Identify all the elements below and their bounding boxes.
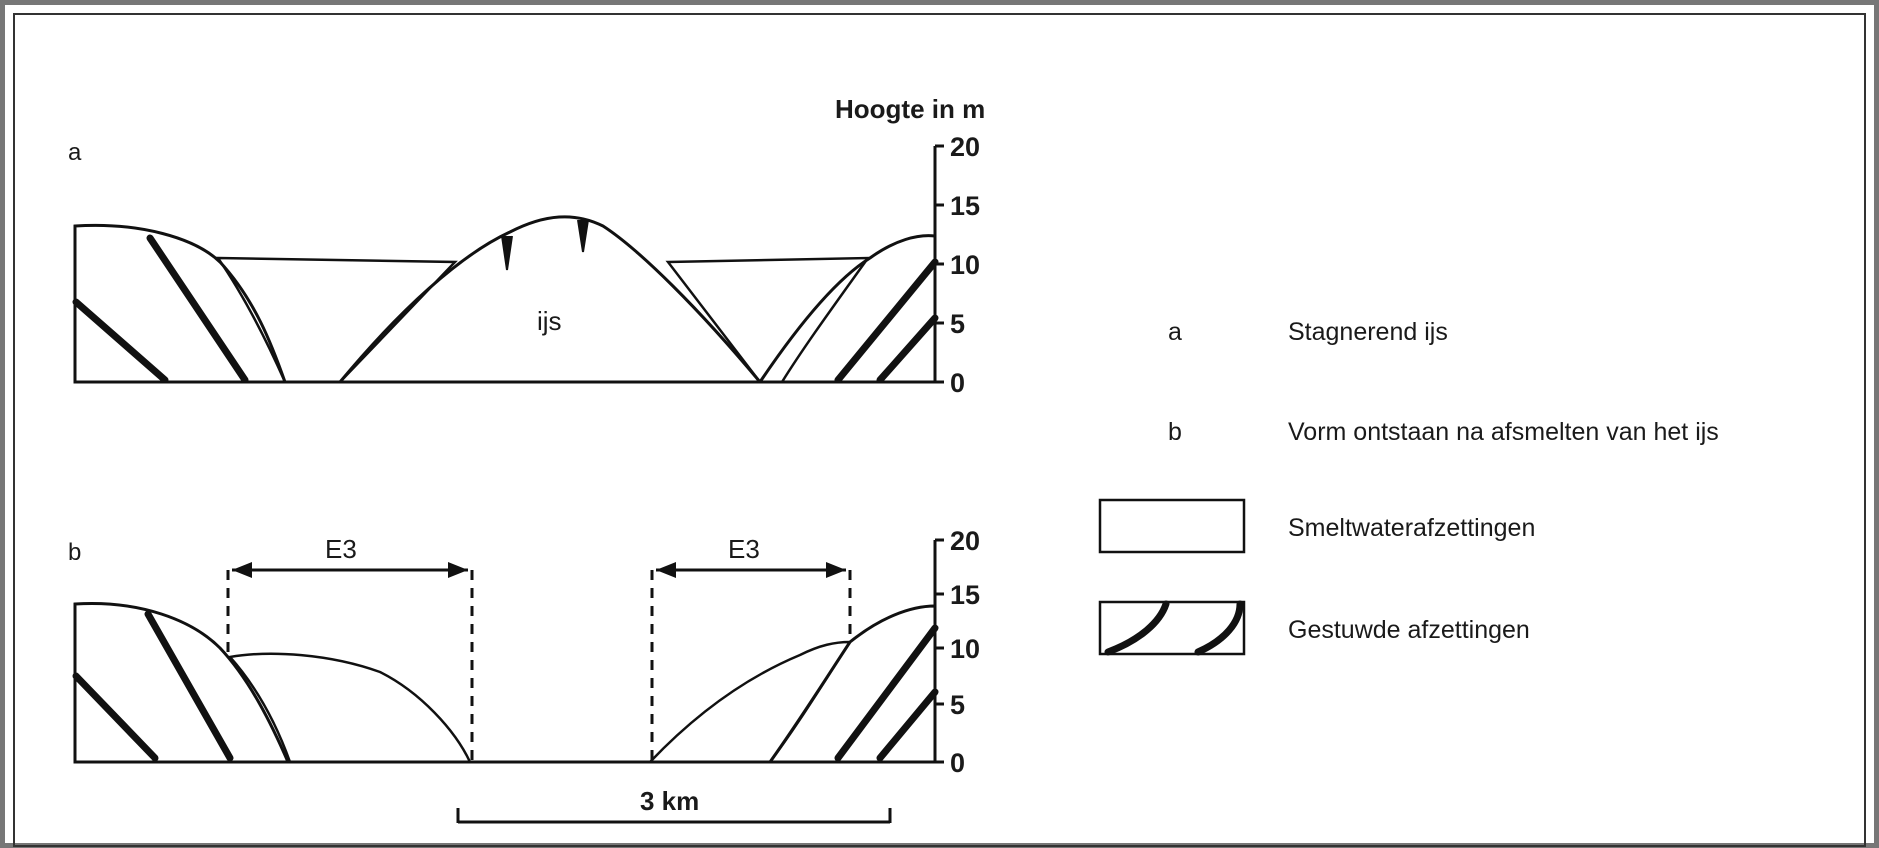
panel-a-tick-label-20: 20: [950, 132, 980, 162]
panel-b-hatch-left-2: [72, 672, 159, 762]
scale-bar-label: 3 km: [640, 786, 699, 816]
legend-text-stagnerend-ijs: Stagnerend ijs: [1288, 318, 1448, 346]
span-left-label: E3: [325, 534, 357, 564]
panel-a-crevasse-1: [501, 235, 513, 271]
panel-a-tick-label-0: 0: [950, 368, 965, 398]
panel-a-label: a: [68, 139, 82, 166]
panel-b-tick-label-0: 0: [950, 748, 965, 778]
panel-b-span-left: E3: [226, 534, 474, 762]
panel-a-hatch-right-2: [876, 314, 939, 384]
panel-a-tick-label-5: 5: [950, 309, 965, 339]
panel-b-label: b: [68, 539, 81, 566]
panel-a-pushed-right: [757, 234, 937, 384]
panel-a-ice-label: ijs: [537, 306, 562, 336]
legend-key-a: a: [1168, 318, 1182, 346]
panel-b-meltwater-left: [227, 652, 472, 764]
panel-a-ice: [336, 215, 764, 384]
scale-bar: 3 km: [456, 786, 892, 824]
panel-a-pushed-left: [73, 223, 288, 384]
panel-a-height-axis: Hoogte in m 20 15 10 5 0: [835, 94, 985, 398]
span-right-arrowhead-1: [656, 562, 676, 578]
legend-text-vorm-ontstaan: Vorm ontstaan na afsmelten van het ijs: [1288, 418, 1719, 446]
panel-b-tick-label-20: 20: [950, 526, 980, 556]
panel-b: b E3 E3: [68, 526, 980, 824]
panel-a-hatch-left-1: [146, 234, 249, 384]
axis-title: Hoogte in m: [835, 94, 985, 124]
panel-b-tick-label-10: 10: [950, 634, 980, 664]
legend-text-smeltwaterafzettingen: Smeltwaterafzettingen: [1288, 514, 1535, 542]
panel-a-crevasse-2: [577, 219, 589, 253]
panel-b-span-right: E3: [650, 534, 852, 762]
legend-key-b: b: [1168, 418, 1182, 446]
panel-b-tick-label-15: 15: [950, 580, 980, 610]
panel-a-hatch-left-2: [72, 298, 169, 384]
span-right-label: E3: [728, 534, 760, 564]
panel-b-hatch-right-2: [876, 688, 939, 762]
panel-b-pushed-left: [73, 601, 291, 764]
legend: a Stagnerend ijs b Vorm ontstaan na afsm…: [1098, 318, 1719, 656]
legend-text-gestuwde-afzettingen: Gestuwde afzettingen: [1288, 616, 1530, 644]
legend-swatch-hatched: [1098, 600, 1246, 656]
span-left-arrowhead-2: [448, 562, 468, 578]
panel-a-hatch-right-1: [834, 258, 939, 384]
panel-a-tick-label-15: 15: [950, 191, 980, 221]
panel-a-tick-label-10: 10: [950, 250, 980, 280]
span-left-arrowhead-1: [232, 562, 252, 578]
panel-b-hatch-right-1: [834, 624, 939, 762]
panel-a: a ijs Hoogte in m 20 15: [68, 94, 985, 398]
panel-b-pushed-right: [767, 604, 937, 764]
legend-swatch-dotted: [1098, 498, 1246, 554]
panel-b-tick-label-5: 5: [950, 690, 965, 720]
span-right-arrowhead-2: [826, 562, 846, 578]
inner-border: [13, 13, 1866, 847]
panel-b-height-axis: 20 15 10 5 0: [933, 526, 980, 778]
panel-b-hatch-left-1: [144, 610, 234, 762]
